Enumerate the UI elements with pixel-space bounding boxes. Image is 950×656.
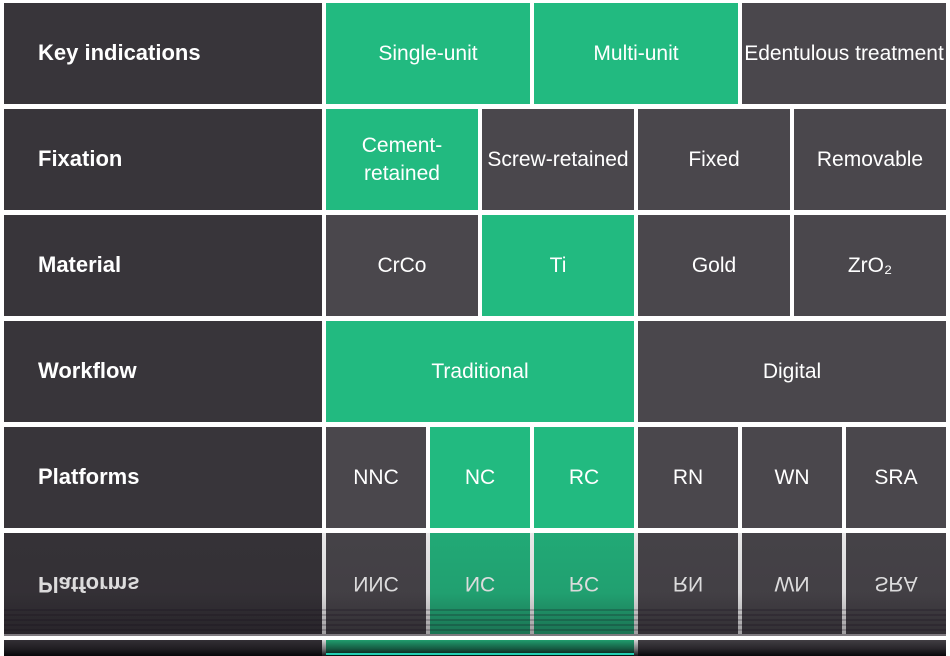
option-zro2[interactable]: ZrO₂ [794, 215, 946, 316]
option-sra[interactable]: SRA [846, 427, 946, 528]
row-header-material: Material [4, 215, 322, 316]
option-rc[interactable]: RC [534, 427, 634, 528]
strip-fade-overlay [4, 640, 946, 656]
option-ti[interactable]: Ti [482, 215, 634, 316]
reflection-streaks-overlay [4, 606, 946, 636]
option-cement-retained[interactable]: Cement-retained [326, 109, 478, 210]
option-nc[interactable]: NC [430, 427, 530, 528]
table-row-fixation: Fixation Cement-retained Screw-retained … [4, 109, 946, 210]
option-fixed[interactable]: Fixed [638, 109, 790, 210]
row-header-key-indications: Key indications [4, 3, 322, 104]
option-screw-retained[interactable]: Screw-retained [482, 109, 634, 210]
reflection-fade-overlay [4, 533, 946, 636]
option-nnc[interactable]: NNC [326, 427, 426, 528]
table-row-platforms: Platforms NNC NC RC RN WN SRA [4, 427, 946, 528]
table-row-workflow: Workflow Traditional Digital [4, 321, 946, 422]
row-header-fixation: Fixation [4, 109, 322, 210]
table-row-key-indications: Key indications Single-unit Multi-unit E… [4, 3, 946, 104]
option-removable[interactable]: Removable [794, 109, 946, 210]
option-rn[interactable]: RN [638, 427, 738, 528]
option-traditional[interactable]: Traditional [326, 321, 634, 422]
option-edentulous-treatment[interactable]: Edentulous treatment [742, 3, 946, 104]
option-multi-unit[interactable]: Multi-unit [534, 3, 738, 104]
reflection-cyan-artifact [326, 653, 634, 655]
option-crco[interactable]: CrCo [326, 215, 478, 316]
option-wn[interactable]: WN [742, 427, 842, 528]
row-header-workflow: Workflow [4, 321, 322, 422]
row-header-platforms: Platforms [4, 427, 322, 528]
table-row-material: Material CrCo Ti Gold ZrO₂ [4, 215, 946, 316]
option-single-unit[interactable]: Single-unit [326, 3, 530, 104]
option-digital[interactable]: Digital [638, 321, 946, 422]
table-reflection: Platforms NNC NC RC RN WN SRA [4, 533, 946, 636]
option-gold[interactable]: Gold [638, 215, 790, 316]
